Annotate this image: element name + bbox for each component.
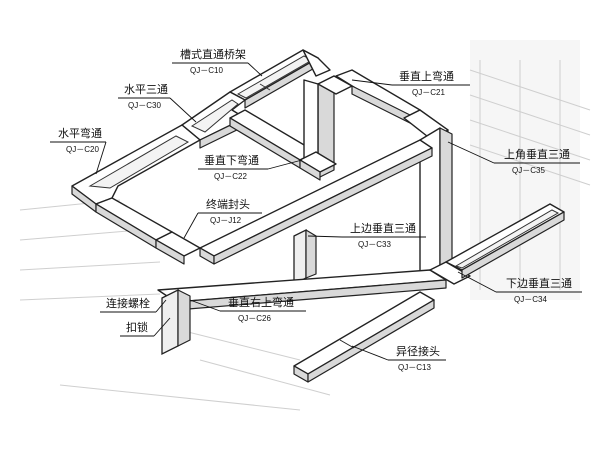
label-text: 下边垂直三通 bbox=[506, 276, 572, 290]
label-connecting-bolt: 连接螺栓 bbox=[100, 296, 167, 313]
label-trough-straight: 槽式直通桥架 QJ－C10 bbox=[172, 47, 263, 77]
label-text: 槽式直通桥架 bbox=[180, 47, 246, 61]
label-bottom-edge-vertical-tee: 下边垂直三通 QJ－C34 bbox=[457, 271, 582, 304]
label-text: 水平弯通 bbox=[58, 126, 102, 140]
tray-horizontal-elbow bbox=[71, 124, 201, 213]
tray-bottom-edge-tee bbox=[429, 203, 565, 285]
tray-vertical-up-elbow bbox=[303, 69, 421, 179]
label-text: 垂直右上弯通 bbox=[228, 295, 294, 309]
label-code: QJ－C22 bbox=[214, 172, 247, 181]
label-reducer: 异径接头 QJ－C13 bbox=[351, 345, 446, 372]
label-code: QJ－C30 bbox=[128, 101, 161, 110]
label-text: 垂直下弯通 bbox=[204, 153, 259, 167]
tray-vertical-down-elbow bbox=[299, 151, 337, 181]
label-text: 水平三通 bbox=[124, 83, 168, 96]
label-text: 扣锁 bbox=[126, 320, 148, 334]
tray-front-lower bbox=[157, 269, 447, 356]
label-vertical-down-elbow: 垂直下弯通 QJ－C22 bbox=[198, 153, 303, 181]
label-text: 上角垂直三通 bbox=[504, 147, 570, 161]
label-code: QJ－C34 bbox=[514, 295, 547, 304]
tray-front-left bbox=[95, 197, 201, 265]
label-code: QJ－J12 bbox=[210, 216, 242, 225]
label-vertical-right-up-elbow: 垂直右上弯通 QJ－C26 bbox=[189, 295, 306, 323]
label-text: 连接螺栓 bbox=[106, 296, 150, 310]
label-vertical-up-elbow: 垂直上弯通 QJ－C21 bbox=[351, 69, 470, 97]
tray-structure bbox=[71, 49, 565, 383]
label-text: 异径接头 bbox=[396, 345, 440, 358]
label-top-edge-vertical-tee: 上边垂直三通 QJ－C33 bbox=[307, 221, 426, 249]
tray-reducer bbox=[293, 291, 435, 383]
label-text: 垂直上弯通 bbox=[399, 69, 454, 83]
label-code: QJ－C26 bbox=[238, 314, 271, 323]
tray-back-straight bbox=[229, 49, 319, 109]
label-top-corner-vertical-tee: 上角垂直三通 QJ－C35 bbox=[447, 141, 580, 175]
tray-top-edge-tee bbox=[293, 228, 317, 286]
label-code: QJ－C20 bbox=[66, 145, 99, 154]
tray-back-right bbox=[229, 49, 331, 169]
tray-top-corner-tee bbox=[403, 109, 453, 283]
label-code: QJ－C21 bbox=[412, 88, 445, 97]
label-buckle-lock: 扣锁 bbox=[120, 317, 171, 337]
label-text: 上边垂直三通 bbox=[350, 221, 416, 235]
label-horizontal-tee: 水平三通 QJ－C30 bbox=[118, 83, 197, 123]
label-horizontal-elbow: 水平弯通 QJ－C20 bbox=[50, 126, 107, 175]
label-text: 终端封头 bbox=[206, 197, 250, 211]
label-code: QJ－C13 bbox=[398, 363, 431, 372]
label-code: QJ－C35 bbox=[512, 166, 545, 175]
label-end-cap: 终端封头 QJ－J12 bbox=[183, 197, 262, 239]
tray-middle-run bbox=[199, 139, 433, 265]
label-code: QJ－C33 bbox=[358, 240, 391, 249]
label-code: QJ－C10 bbox=[190, 66, 223, 75]
